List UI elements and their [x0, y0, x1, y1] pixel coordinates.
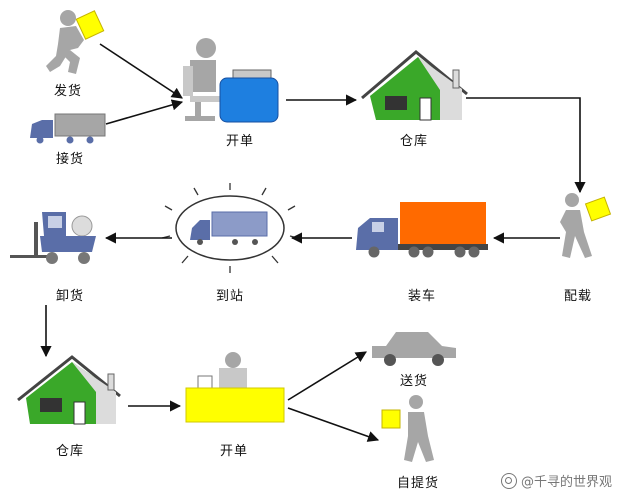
order-clerk-blue-icon [183, 38, 279, 123]
receive-truck-icon [30, 113, 106, 144]
arrow-warehouse-to-dispatch [466, 97, 586, 194]
label-ship: 发货 [53, 84, 83, 99]
watermark-logo-icon [500, 472, 517, 489]
label-dispatch: 配载 [563, 289, 593, 304]
label-arrive: 到站 [215, 289, 245, 304]
loading-truck-icon [356, 202, 488, 258]
label-receive: 接货 [55, 152, 85, 167]
label-deliver: 送货 [399, 374, 429, 389]
watermark-text: @千寻的世界观 [520, 475, 612, 490]
arrow-order-to-deliver [287, 351, 367, 401]
shipper-person-icon [46, 10, 105, 74]
arrow-receive-to-order [105, 99, 184, 125]
arrow-order-to-pickup [287, 407, 380, 442]
label-warehouse-bottom: 仓库 [55, 444, 85, 459]
label-loading: 装车 [407, 289, 437, 304]
label-pickup: 自提货 [396, 476, 440, 491]
label-warehouse-top: 仓库 [399, 134, 429, 149]
arrow-ship-to-order [99, 43, 183, 99]
arrival-station-icon [161, 183, 299, 273]
warehouse-bottom-icon [17, 355, 121, 425]
pickup-person-icon [381, 395, 434, 462]
order-clerk-yellow-icon [185, 352, 285, 423]
forklift-icon [10, 212, 96, 264]
warehouse-top-icon [361, 50, 468, 121]
label-order-top: 开单 [225, 134, 255, 149]
watermark: @千寻的世界观 [500, 471, 612, 490]
dispatch-person-icon [560, 193, 612, 258]
delivery-car-icon [372, 332, 456, 366]
label-order-bottom: 开单 [219, 444, 249, 459]
label-unload: 卸货 [55, 289, 85, 304]
